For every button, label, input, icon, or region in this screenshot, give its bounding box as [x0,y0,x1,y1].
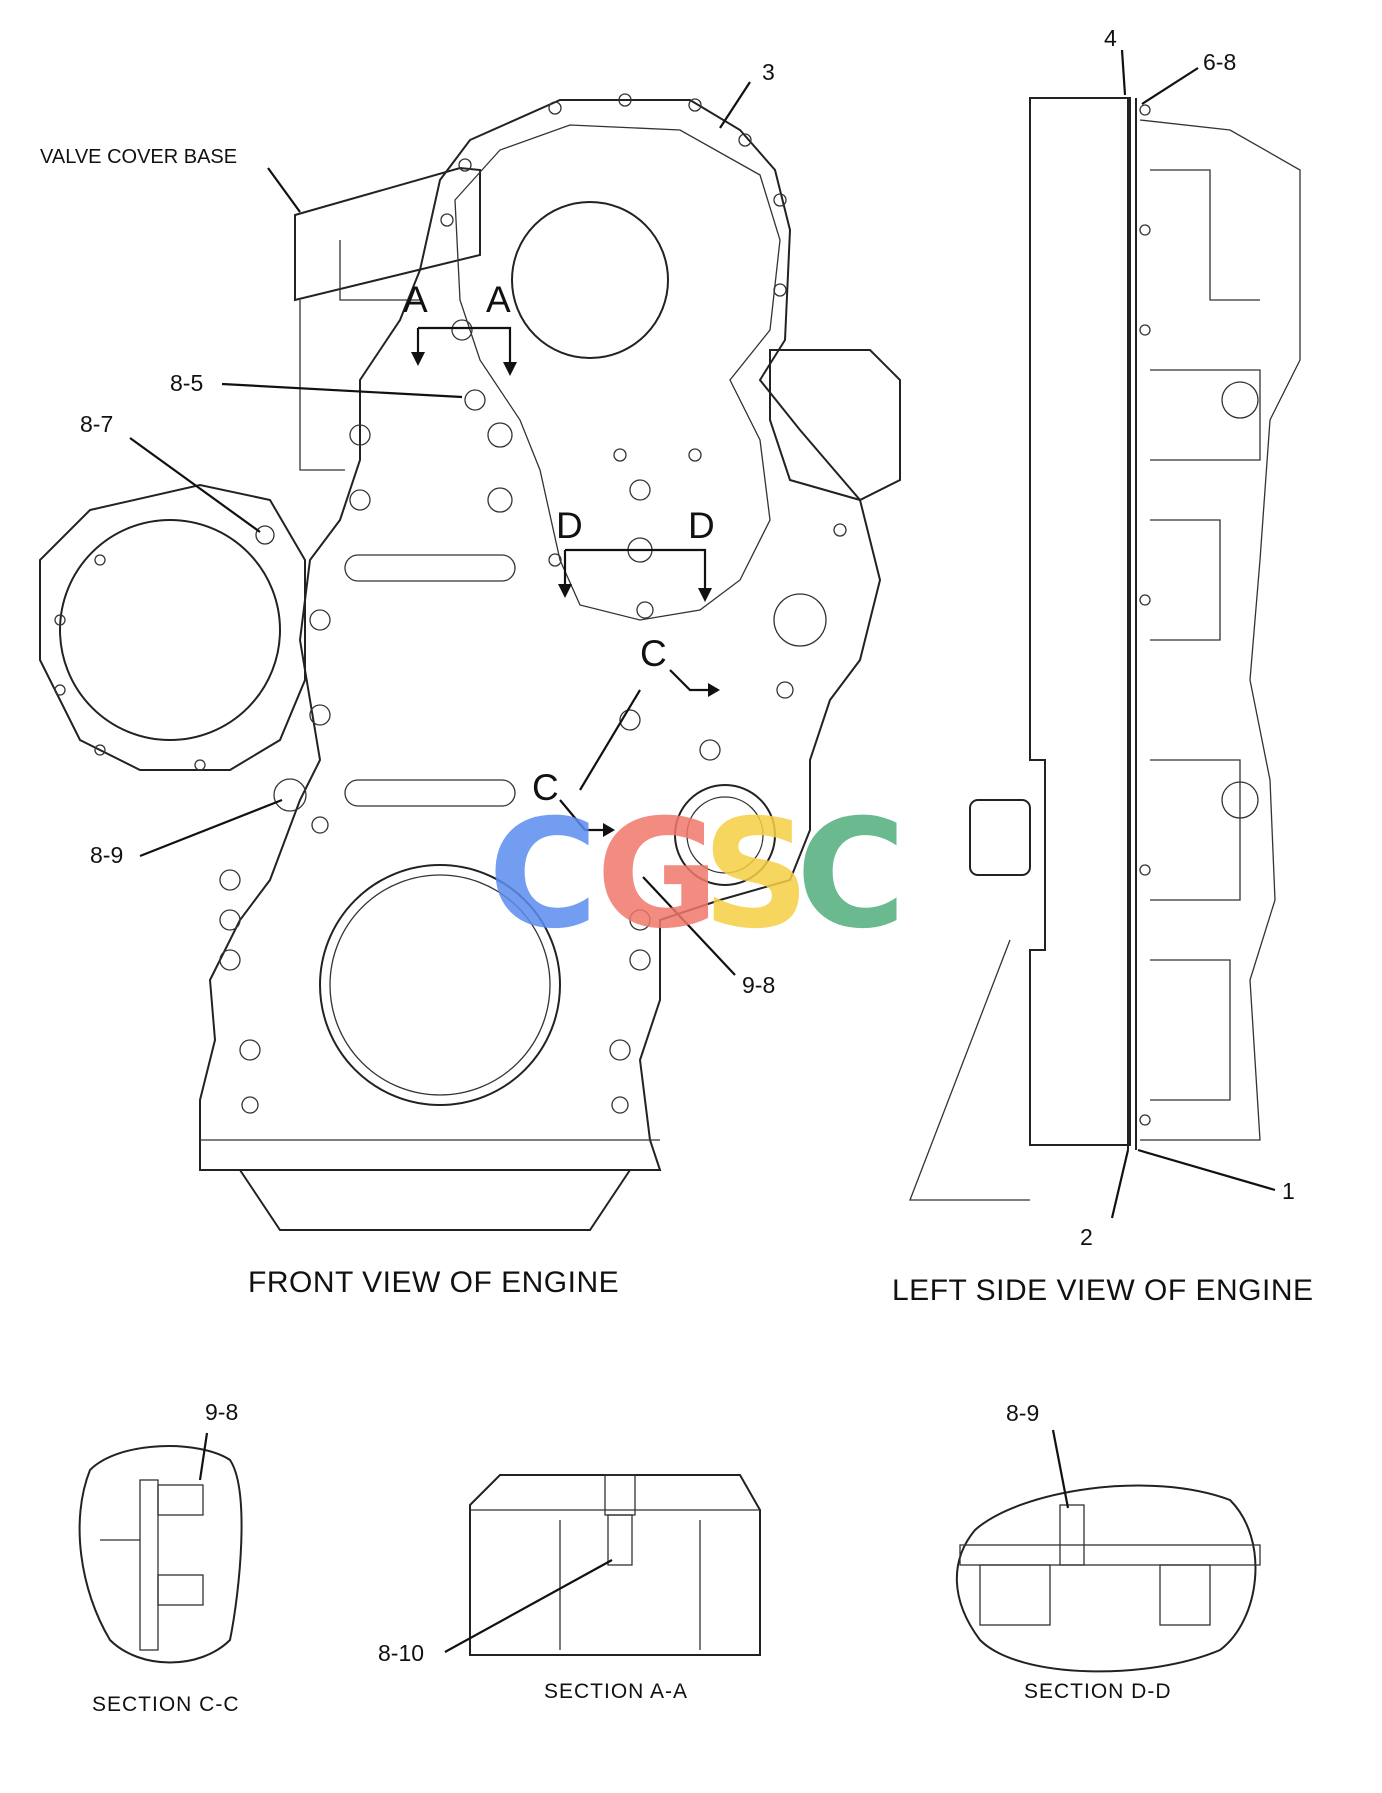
callout-8-7: 8-7 [80,411,113,437]
section-marker-a-left: A [403,279,428,320]
callout-9-8-front: 9-8 [742,972,775,998]
section-marker-d-right: D [688,505,715,546]
callout-8-10: 8-10 [378,1640,424,1666]
watermark-letter-1: C [488,788,598,962]
title-left-side-view: LEFT SIDE VIEW OF ENGINE [892,1274,1314,1307]
section-aa-drawing [469,1474,761,1656]
section-cc-drawing [78,1445,243,1664]
watermark-letter-4: C [796,788,906,962]
leader-lines [129,49,1276,1653]
watermark-letter-3: S [702,788,810,962]
callout-8-9-section: 8-9 [1006,1400,1039,1426]
callout-8-9-front: 8-9 [90,842,123,868]
callout-6-8: 6-8 [1203,49,1236,75]
callout-9-8-section: 9-8 [205,1399,238,1425]
callout-1: 1 [1282,1178,1295,1204]
watermark-letter-2: G [596,788,719,962]
section-marker-d-left: D [556,505,583,546]
callout-3: 3 [762,59,775,85]
callout-2: 2 [1080,1224,1093,1250]
section-dd-drawing [955,1484,1261,1673]
title-section-cc: SECTION C-C [92,1693,240,1716]
watermark: C G S C [488,788,906,962]
label-valve-cover-base: VALVE COVER BASE [40,146,237,168]
title-section-dd: SECTION D-D [1024,1680,1172,1703]
callout-8-5: 8-5 [170,370,203,396]
left-side-view-drawing [909,97,1301,1201]
section-marker-c-lower: C [532,767,559,808]
title-section-aa: SECTION A-A [544,1680,688,1703]
section-marker-a-right: A [486,279,511,320]
callout-4: 4 [1104,25,1117,51]
front-view-drawing [39,93,901,1231]
title-front-view: FRONT VIEW OF ENGINE [248,1266,619,1299]
section-marker-c-upper: C [640,633,667,674]
